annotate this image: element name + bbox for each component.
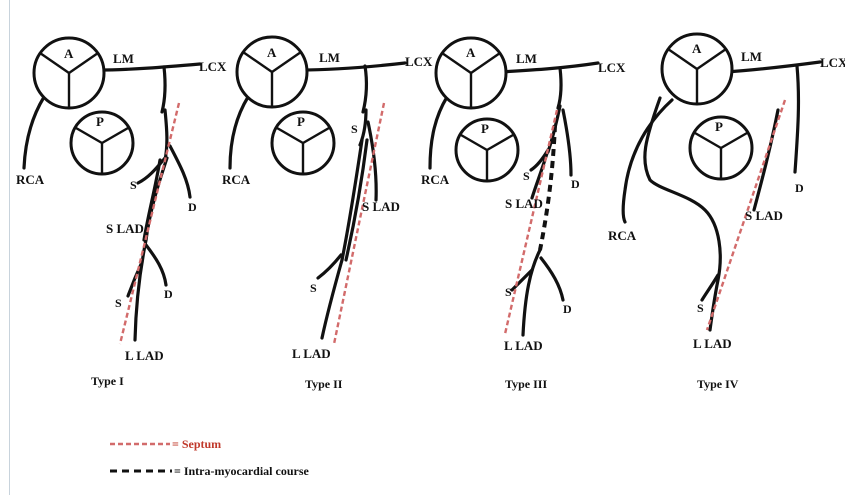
- type-1-label-lcx: LCX: [199, 59, 227, 74]
- type-2-label-septal-2: S: [310, 281, 317, 295]
- type-2-label-pulmonary: P: [297, 114, 305, 129]
- type-4-label-long-lad: L LAD: [693, 336, 732, 351]
- type-1-caption: Type I: [91, 374, 124, 388]
- type-2-rca-vessel: [230, 97, 248, 168]
- type-4-label-short-lad: S LAD: [745, 208, 783, 223]
- type-2-lcx-stub: [363, 66, 366, 112]
- type-3-rca-vessel: [430, 97, 447, 168]
- type-1-label-pulmonary: P: [96, 114, 104, 129]
- type-1-label-rca: RCA: [16, 172, 45, 187]
- type-3-lm-vessel: [500, 63, 598, 72]
- type-3-label-diagonal-2: D: [563, 302, 572, 316]
- type-4-diagonal: [754, 110, 778, 210]
- type-2-label-long-lad: L LAD: [292, 346, 331, 361]
- type-1-label-short-lad: S LAD: [106, 221, 144, 236]
- type-4-label-rca: RCA: [608, 228, 637, 243]
- type-3-label-septal-2: S: [505, 285, 512, 299]
- type-4-diagram: A P LM LCX RCA D S LAD S L LAD Type IV: [608, 34, 845, 391]
- type-1-label-septal-1: S: [130, 178, 137, 192]
- type-3-diagram: A P LM LCX RCA S D S LAD S D L LAD Type …: [421, 38, 626, 391]
- type-3-intramyocardial-course: [540, 125, 555, 250]
- type-1-label-lm: LM: [113, 51, 134, 66]
- type-1-label-septal-2: S: [115, 296, 122, 310]
- type-3-label-long-lad: L LAD: [504, 338, 543, 353]
- type-3-label-pulmonary: P: [481, 121, 489, 136]
- type-1-long-lad: [135, 240, 146, 340]
- type-4-lm-vessel: [725, 62, 820, 72]
- type-2-label-short-lad: S LAD: [362, 199, 400, 214]
- type-1-label-aorta: A: [64, 46, 74, 61]
- type-1-label-diagonal-1: D: [188, 200, 197, 214]
- type-2-label-rca: RCA: [222, 172, 251, 187]
- type-2-septum-line: [334, 103, 384, 344]
- type-1-diagonal-2: [146, 245, 166, 285]
- type-3-label-lcx: LCX: [598, 60, 626, 75]
- type-4-label-pulmonary: P: [715, 119, 723, 134]
- legend-septum-label: = Septum: [172, 437, 221, 451]
- type-1-lcx-stub: [162, 67, 165, 112]
- type-2-diagram: A P LM LCX RCA S S LAD S L LAD Type II: [222, 37, 433, 391]
- type-3-caption: Type III: [505, 377, 547, 391]
- type-3-diagonal-2: [541, 258, 563, 300]
- type-3-label-short-lad: S LAD: [505, 196, 543, 211]
- type-4-caption: Type IV: [697, 377, 739, 391]
- type-4-lcx-stub: [795, 66, 798, 172]
- type-4-rca-vessel: [623, 100, 672, 222]
- type-2-label-lcx: LCX: [405, 54, 433, 69]
- type-1-label-diagonal-2: D: [164, 287, 173, 301]
- type-3-label-septal-1: S: [523, 169, 530, 183]
- type-2-label-aorta: A: [267, 45, 277, 60]
- legend: = Septum = Intra-myocardial course: [110, 437, 309, 478]
- type-3-label-rca: RCA: [421, 172, 450, 187]
- type-4-label-septal: S: [697, 301, 704, 315]
- type-1-rca-vessel: [24, 97, 44, 168]
- type-2-lm-vessel: [300, 63, 405, 70]
- type-2-label-septal-1: S: [351, 122, 358, 136]
- type-1-label-long-lad: L LAD: [125, 348, 164, 363]
- type-3-lcx-stub: [558, 68, 561, 108]
- type-4-label-lcx: LCX: [820, 55, 845, 70]
- type-3-label-aorta: A: [466, 45, 476, 60]
- type-3-diagonal-1: [563, 110, 571, 175]
- legend-intramyocardial-label: = Intra-myocardial course: [174, 464, 309, 478]
- type-3-long-lad: [523, 250, 540, 335]
- type-1-diagram: A P LM LCX RCA S D S LAD S D L LAD Type …: [16, 38, 227, 388]
- type-4-label-aorta: A: [692, 41, 702, 56]
- type-4-label-diagonal: D: [795, 181, 804, 195]
- type-3-label-diagonal-1: D: [571, 177, 580, 191]
- type-2-label-lm: LM: [319, 50, 340, 65]
- type-3-label-lm: LM: [516, 51, 537, 66]
- type-2-caption: Type II: [305, 377, 343, 391]
- type-1-diagonal-1: [170, 146, 190, 197]
- type-4-label-lm: LM: [741, 49, 762, 64]
